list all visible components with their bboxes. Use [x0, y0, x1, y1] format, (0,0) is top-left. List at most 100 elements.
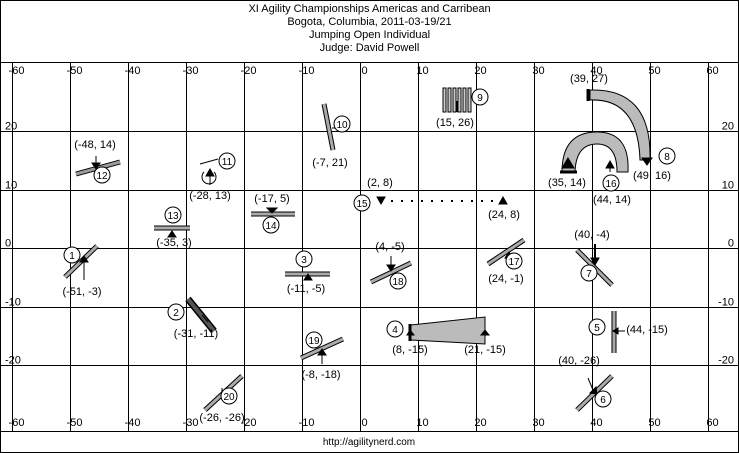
y-tick-label-left: 10: [5, 180, 17, 192]
x-tick-label-t: 20: [474, 65, 486, 77]
obstacle-1-number: 1: [69, 251, 75, 262]
obstacle-15-coords: (2, 8): [367, 177, 393, 189]
y-tick-label-right: -10: [718, 297, 734, 309]
obstacle-10: 10: [333, 115, 351, 133]
obstacle-13-number: 13: [167, 211, 179, 222]
obstacle-11: 11: [218, 152, 236, 170]
jump-19-shape: [299, 336, 345, 364]
obstacle-7-number: 7: [586, 269, 592, 280]
x-tick-label-b: -50: [67, 417, 83, 429]
obstacle-1-coords: (-51, -3): [62, 286, 101, 298]
header-class: Jumping Open Individual: [308, 29, 431, 41]
weave-9-shape: [442, 87, 472, 113]
obstacle-20-coords: (-26, -26): [199, 412, 244, 424]
obstacle-number-circles: 1 2 3 4 5 6 7 8 9 10 11 12 13 14 15 16 1…: [63, 88, 676, 408]
tunnel-16-end-coords: (35, 14): [548, 177, 586, 189]
line-15-end-coords: (24, 8): [488, 209, 520, 221]
obstacle-2: 2: [167, 303, 185, 321]
y-tick-label-left: -10: [5, 297, 21, 309]
obstacle-16: 16: [602, 174, 620, 192]
x-tick-label-b: -60: [9, 417, 25, 429]
coordinate-labels: (-51, -3) (-31, -11) (-11, -5) (8, -15) …: [62, 73, 671, 424]
axis-ticks: -60-60-50-50-40-40-30-30-20-20-10-100010…: [5, 65, 734, 429]
x-tick-label-t: -40: [125, 65, 141, 77]
x-tick-label-b: 10: [416, 417, 428, 429]
jump-3-shape: [285, 271, 330, 281]
jump-11-shape: [199, 158, 219, 185]
jump-18-shape: [369, 256, 413, 285]
obstacle-6-coords: (40, -26): [558, 355, 600, 367]
x-tick-label-t: -10: [299, 65, 315, 77]
obstacle-12: 12: [93, 166, 111, 184]
obstacle-11-number: 11: [222, 157, 233, 168]
obstacle-6: 6: [594, 390, 612, 408]
obstacle-9-coords: (15, 26): [436, 117, 474, 129]
x-tick-label-b: 50: [648, 417, 660, 429]
x-tick-label-b: 0: [361, 417, 367, 429]
obstacle-7: 7: [580, 264, 598, 282]
header-title: XI Agility Championships Americas and Ca…: [248, 3, 491, 15]
obstacle-5: 5: [588, 318, 606, 336]
footer-url: http://agilitynerd.com: [323, 437, 415, 448]
x-tick-label-b: -10: [299, 417, 315, 429]
obstacle-9: 9: [471, 88, 489, 106]
obstacle-18-coords: (4, -5): [375, 241, 404, 253]
x-tick-label-t: 40: [590, 65, 602, 77]
obstacle-2-coords: (-31, -11): [174, 328, 218, 340]
obstacle-17-coords: (24, -1): [488, 273, 523, 285]
obstacle-4: 4: [386, 320, 404, 338]
x-tick-label-t: 0: [361, 65, 367, 77]
obstacle-19-coords: (-8, -18): [301, 369, 340, 381]
obstacle-4-coords: (8, -15): [392, 344, 427, 356]
x-tick-label-b: -40: [125, 417, 141, 429]
jump-13-shape: [154, 225, 190, 238]
obstacle-13-coords: (-35, 3): [156, 237, 191, 249]
obstacle-18: 18: [389, 272, 407, 290]
obstacle-5-coords: (44, -15): [626, 324, 668, 336]
obstacle-20-number: 20: [223, 392, 235, 403]
x-tick-label-b: -30: [183, 417, 199, 429]
x-tick-label-t: -30: [183, 65, 199, 77]
x-tick-label-t: 10: [416, 65, 428, 77]
obstacle-16-coords: (44, 14): [593, 194, 631, 206]
obstacle-3: 3: [295, 250, 313, 268]
tunnel-4-shape: [406, 316, 491, 345]
obstacle-11-coords: (-28, 13): [189, 190, 231, 202]
obstacle-8: 8: [658, 147, 676, 165]
obstacle-16-number: 16: [605, 179, 617, 190]
obstacle-20: 20: [220, 387, 238, 405]
header-judge: Judge: David Powell: [319, 42, 420, 54]
x-tick-label-b: 20: [474, 417, 486, 429]
obstacle-12-number: 12: [96, 171, 108, 182]
obstacle-19-number: 19: [308, 336, 320, 347]
obstacle-shapes: [63, 87, 653, 412]
obstacle-6-number: 6: [600, 395, 606, 406]
x-tick-label-t: -50: [67, 65, 83, 77]
obstacle-2-number: 2: [173, 308, 179, 319]
obstacle-14-number: 14: [265, 221, 277, 232]
tunnel-8-start-coords: (39, 27): [570, 73, 608, 85]
obstacle-3-number: 3: [301, 255, 307, 266]
x-tick-label-t: -60: [9, 65, 25, 77]
jump-6-shape: [575, 374, 614, 412]
obstacle-17: 17: [505, 252, 523, 270]
obstacle-18-number: 18: [392, 277, 404, 288]
obstacle-10-coords: (-7, 21): [312, 157, 347, 169]
tunnel-16-shape: [560, 131, 629, 174]
header-location: Bogota, Columbia, 2011-03-19/21: [287, 16, 452, 28]
obstacle-10-number: 10: [336, 120, 348, 131]
x-tick-label-b: 30: [532, 417, 544, 429]
jump-14-shape: [251, 207, 295, 217]
grid: [0, 62, 739, 431]
obstacle-12-coords: (-48, 14): [74, 139, 116, 151]
obstacle-19: 19: [305, 331, 323, 349]
obstacle-4-number: 4: [392, 325, 398, 336]
y-tick-label-left: -20: [5, 355, 21, 367]
line-15-shape: [376, 195, 508, 206]
y-tick-label-right: 10: [722, 180, 734, 192]
jump-1-shape: [63, 244, 99, 280]
obstacle-8-coords: (49, 16): [633, 170, 671, 182]
y-tick-label-right: 0: [728, 238, 734, 250]
